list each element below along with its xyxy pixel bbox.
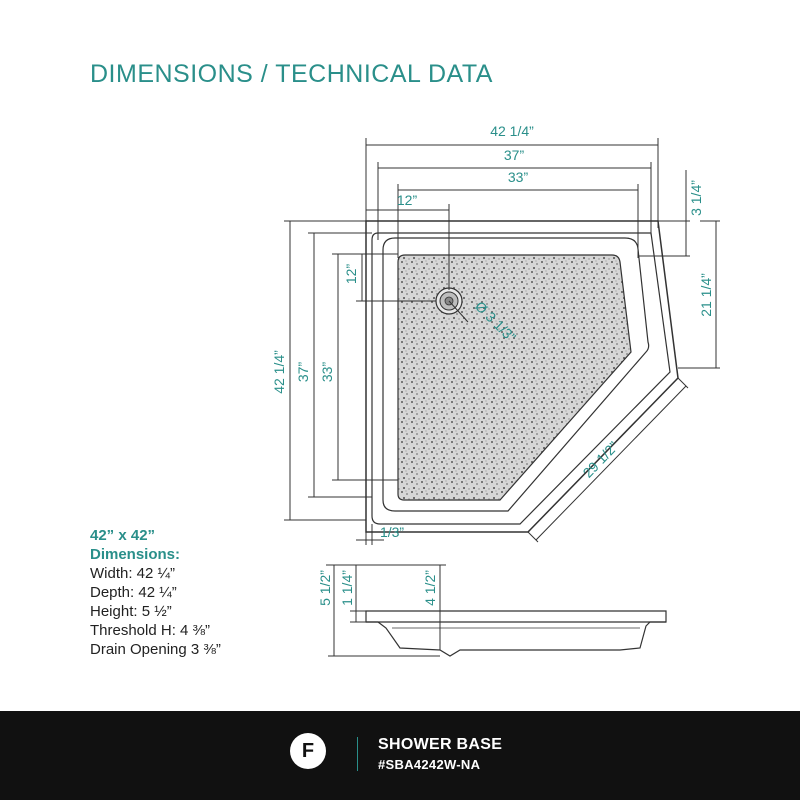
rim-line [371, 232, 671, 525]
dim-outer-rim-width: 37” [504, 147, 525, 163]
spec-heading: Dimensions: [90, 546, 181, 563]
dim-rim-thickness: 1/3” [380, 524, 404, 540]
side-dimension-lines [326, 564, 446, 657]
shower-base-side-view [365, 610, 667, 657]
brand-logo: F [290, 733, 326, 769]
spec-size: 42” x 42” [90, 527, 156, 544]
product-sku: #SBA4242W-NA [378, 757, 481, 772]
dim-inner-depth: 33” [319, 362, 335, 383]
logo-letter: F [301, 740, 315, 762]
dim-flange-depth: 3 1/4” [688, 180, 704, 216]
spec-height: Height: 5 ½” [90, 603, 172, 620]
inner-rim [382, 237, 650, 512]
page-title: DIMENSIONS / TECHNICAL DATA [90, 60, 493, 88]
dim-step-height: 1 1/4” [339, 570, 355, 606]
technical-drawing: 42 1/4” 37” 33” 12” 3 1/4” 21 1/4” 42 1/… [271, 123, 720, 657]
product-name: SHOWER BASE [378, 736, 503, 753]
dim-outer-rim-depth: 37” [295, 362, 311, 383]
spec-threshold: Threshold H: 4 ⅜” [90, 622, 211, 639]
specs-block: 42” x 42” Dimensions: Width: 42 ¼” Depth… [90, 526, 340, 659]
dim-height: 5 1/2” [317, 570, 333, 606]
pan-floor [397, 254, 632, 501]
spec-drain: Drain Opening 3 ⅜” [90, 641, 221, 658]
side-profile [365, 610, 667, 657]
spec-width: Width: 42 ¼” [90, 565, 176, 582]
dimension-lines [284, 138, 720, 545]
spec-depth: Depth: 42 ¼” [90, 584, 177, 601]
dim-drain-offset-y: 12” [343, 264, 359, 285]
dim-side-depth: 21 1/4” [698, 273, 714, 317]
dim-overall-width: 42 1/4” [490, 123, 534, 139]
dim-threshold-height: 4 1/2” [422, 570, 438, 606]
dim-drain-offset-x: 12” [397, 192, 418, 208]
dim-inner-width: 33” [508, 169, 529, 185]
footer-divider [357, 737, 358, 771]
dim-overall-depth: 42 1/4” [271, 350, 287, 394]
footer-bar [0, 711, 800, 800]
